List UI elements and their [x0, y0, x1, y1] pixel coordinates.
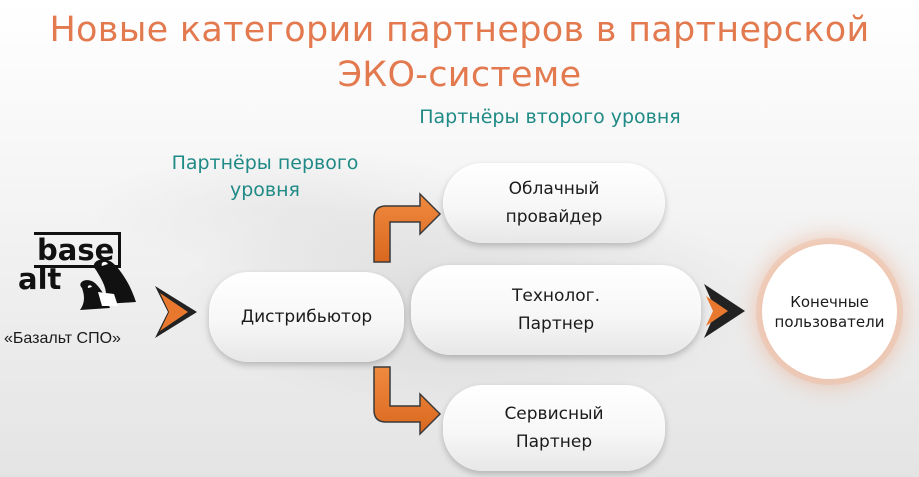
bent-arrow-up-icon	[373, 192, 442, 263]
tech-partner-node: Технолог. Партнер	[411, 265, 701, 355]
logo-alt-text: alt	[18, 262, 62, 296]
title-line-2: ЭКО-системе	[337, 55, 582, 95]
service-partner-node: Сервисный Партнер	[443, 385, 665, 471]
tech-partner-label: Технолог. Партнер	[511, 286, 601, 334]
end-users-label: Конечные пользователи	[774, 292, 885, 331]
distributor-node: Дистрибьютор	[209, 272, 404, 362]
service-partner-label: Сервисный Партнер	[504, 404, 604, 452]
distributor-label: Дистрибьютор	[240, 307, 373, 327]
slide-title: Новые категории партнеров в партнерской …	[0, 8, 919, 98]
seal-icon	[80, 259, 136, 310]
first-level-label: Партнёры первого уровня	[171, 152, 359, 201]
cloud-provider-label: Облачный провайдер	[505, 179, 603, 227]
chevron-right-icon	[155, 286, 197, 338]
title-line-1: Новые категории партнеров в партнерской	[49, 10, 870, 50]
logo-caption: «Базальт СПО»	[4, 330, 121, 347]
second-level-label: Партнёры второго уровня	[419, 106, 681, 128]
cloud-provider-node: Облачный провайдер	[443, 163, 665, 243]
bent-arrow-down-icon	[373, 366, 442, 436]
chevron-right-icon	[704, 284, 745, 338]
basealt-logo: base alt	[18, 232, 143, 316]
end-users-node: Конечные пользователи	[762, 244, 897, 379]
